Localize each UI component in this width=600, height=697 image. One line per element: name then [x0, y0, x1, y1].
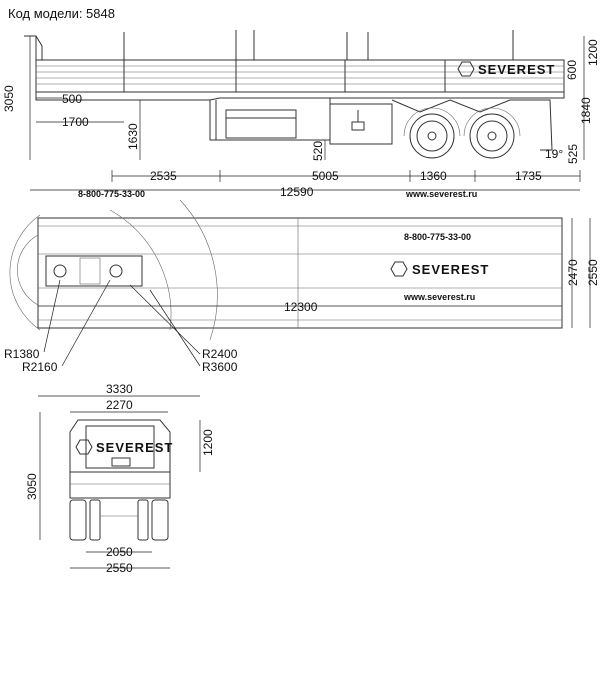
dim-1735: 1735 [515, 169, 542, 183]
severest-logo-icon [390, 261, 408, 277]
top-view: SEVEREST 8-800-775-33-00 www.severest.ru… [4, 199, 600, 374]
dim-width-2270: 2270 [106, 398, 133, 412]
severest-logo-icon [75, 439, 93, 455]
dim-2535: 2535 [150, 169, 177, 183]
dim-overall-length: 12590 [280, 185, 314, 199]
dim-outer-width: 2550 [586, 259, 600, 286]
dim-sideboard-height: 1200 [586, 39, 600, 66]
front-logo-text: SEVEREST [96, 440, 173, 455]
top-website: www.severest.ru [403, 292, 475, 302]
dim-5005: 5005 [312, 169, 339, 183]
dim-kingpin-offset: 1700 [62, 115, 89, 129]
dim-width-3330: 3330 [106, 382, 133, 396]
side-view: SEVEREST 3050 1630 520 500 1700 1200 600… [2, 30, 600, 199]
dim-deck-height: 1840 [579, 97, 593, 124]
severest-logo-icon [457, 61, 475, 77]
top-phone: 8-800-775-33-00 [404, 232, 471, 242]
dim-track-2050: 2050 [106, 545, 133, 559]
dim-height-total: 3050 [2, 85, 16, 112]
side-website: www.severest.ru [405, 189, 477, 199]
top-logo-text: SEVEREST [412, 262, 489, 277]
radius-r2400: R2400 [202, 347, 238, 361]
dim-height-3050: 3050 [25, 473, 39, 500]
model-code-label: Код модели: 5848 [8, 6, 115, 21]
dim-sideboard-low: 600 [565, 60, 579, 80]
side-phone: 8-800-775-33-00 [78, 189, 145, 199]
dim-width-2550: 2550 [106, 561, 133, 575]
dim-coupling-height: 1630 [126, 123, 140, 150]
dim-front-offset: 500 [62, 92, 82, 106]
dim-angle: 19° [545, 147, 563, 161]
radius-r3600: R3600 [202, 360, 238, 374]
dim-wheel-clear: 525 [566, 144, 580, 164]
radius-r2160: R2160 [22, 360, 58, 374]
front-view: 3330 2270 SEVEREST 3050 1200 2050 2550 [25, 382, 215, 575]
dim-platform-length: 12300 [284, 300, 318, 314]
dim-inner-width: 2470 [566, 259, 580, 286]
dim-height-1200: 1200 [201, 429, 215, 456]
side-logo-text: SEVEREST [478, 62, 555, 77]
radius-r1380: R1380 [4, 347, 40, 361]
dim-1360: 1360 [420, 169, 447, 183]
dim-frame-height: 520 [311, 141, 325, 161]
